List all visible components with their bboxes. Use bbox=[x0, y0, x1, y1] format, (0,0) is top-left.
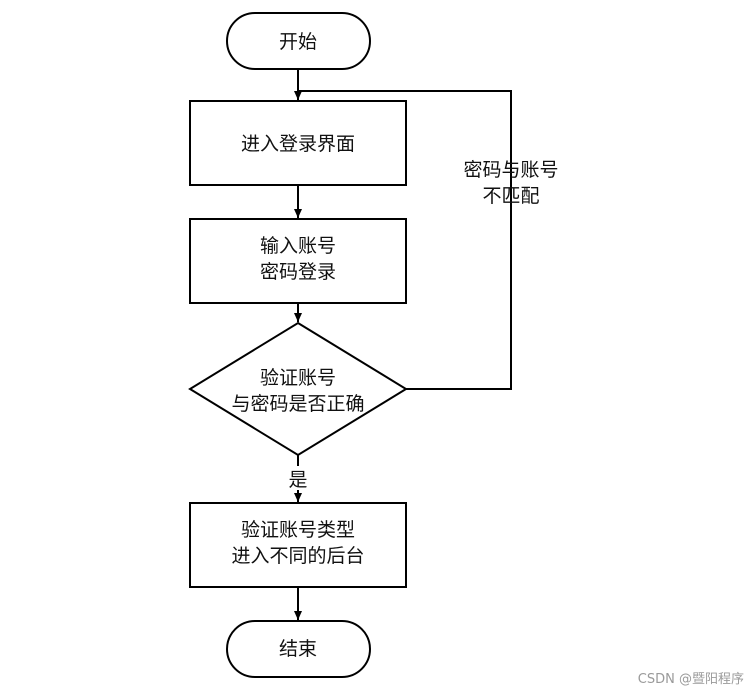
login-page-process bbox=[189, 100, 407, 186]
mismatch-label-line1: 密码与账号 bbox=[463, 159, 558, 181]
yes-label-background bbox=[284, 466, 312, 490]
verify-decision-label-line1: 验证账号 bbox=[260, 367, 336, 389]
verify-decision-label-line2: 与密码是否正确 bbox=[231, 393, 364, 415]
input-credentials-label-line2: 密码登录 bbox=[260, 261, 336, 283]
account-type-process bbox=[189, 502, 407, 588]
verify-decision bbox=[188, 321, 408, 457]
yes-label: 是 bbox=[288, 469, 307, 491]
mismatch-label-line2: 不匹配 bbox=[482, 185, 539, 207]
start-label: 开始 bbox=[279, 31, 317, 53]
account-type-label-line2: 进入不同的后台 bbox=[231, 545, 364, 567]
login-page-label: 进入登录界面 bbox=[241, 133, 355, 155]
account-type-label-line1: 验证账号类型 bbox=[241, 519, 355, 541]
input-credentials-label-line1: 输入账号 bbox=[260, 235, 336, 257]
end-terminator bbox=[226, 620, 371, 678]
loop-back-connector bbox=[298, 90, 512, 390]
csdn-watermark: CSDN @暨阳程序 bbox=[638, 672, 744, 687]
end-label: 结束 bbox=[279, 638, 317, 660]
